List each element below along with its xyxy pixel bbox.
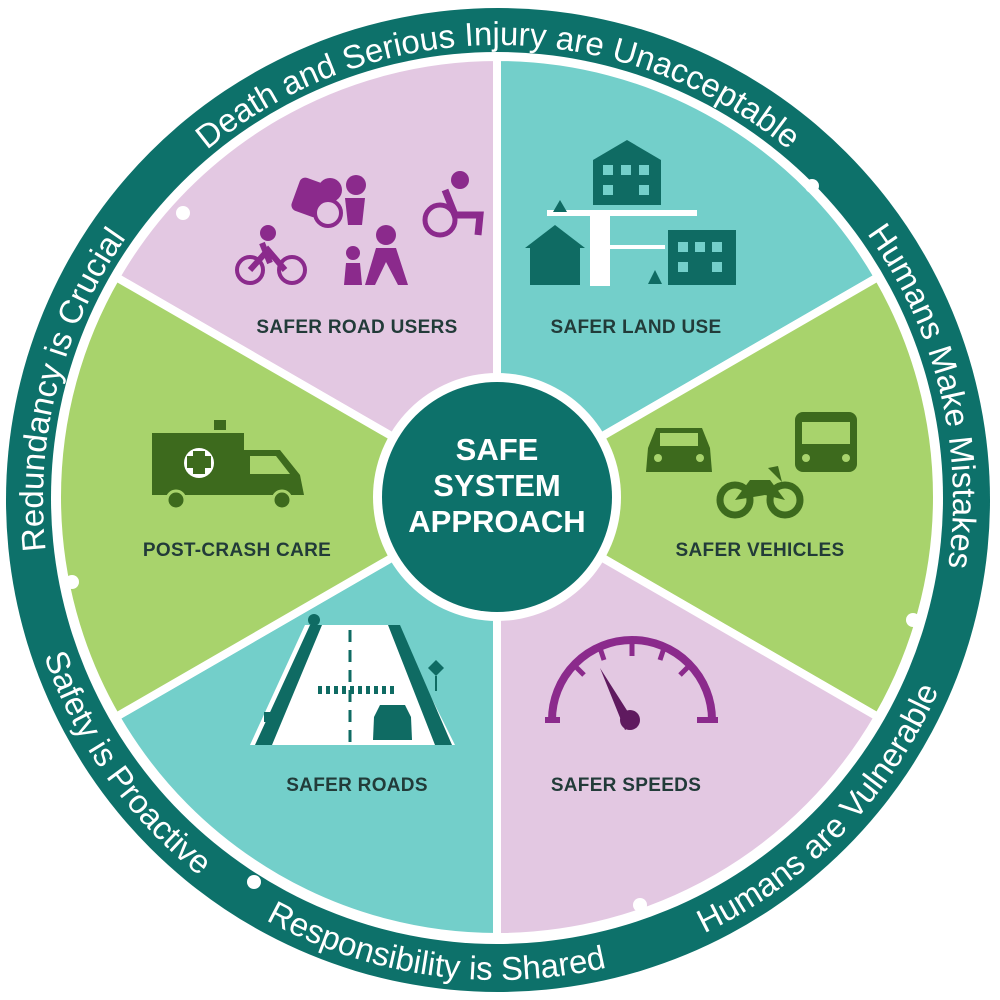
bullet-dot bbox=[247, 875, 261, 889]
label-safer-road-users: SAFER ROAD USERS bbox=[256, 317, 457, 338]
label-post-crash-care: POST-CRASH CARE bbox=[143, 540, 331, 561]
ambulance-icon bbox=[152, 420, 304, 511]
label-safer-roads: SAFER ROADS bbox=[286, 775, 428, 796]
label-safer-land-use: SAFER LAND USE bbox=[551, 317, 722, 338]
wedge-road-users bbox=[110, 52, 501, 504]
center-title-line3: APPROACH bbox=[408, 504, 585, 539]
label-safer-vehicles: SAFER VEHICLES bbox=[676, 540, 845, 561]
land-use-icon bbox=[525, 140, 736, 286]
road-users-icon bbox=[235, 171, 484, 285]
center-circle bbox=[382, 382, 612, 612]
speedometer-icon bbox=[545, 636, 718, 730]
center-title-line1: SAFE bbox=[456, 432, 539, 467]
vehicles-icon bbox=[646, 412, 857, 519]
wedge-speeds bbox=[493, 490, 884, 942]
label-safer-speeds: SAFER SPEEDS bbox=[551, 775, 701, 796]
bullet-dot bbox=[176, 206, 190, 220]
bullet-dot bbox=[633, 898, 647, 912]
bullet-dot bbox=[805, 179, 819, 193]
bullet-dot bbox=[906, 613, 920, 627]
center-title-line2: SYSTEM bbox=[433, 468, 560, 503]
bullet-dot bbox=[65, 575, 79, 589]
roads-icon bbox=[250, 614, 455, 745]
